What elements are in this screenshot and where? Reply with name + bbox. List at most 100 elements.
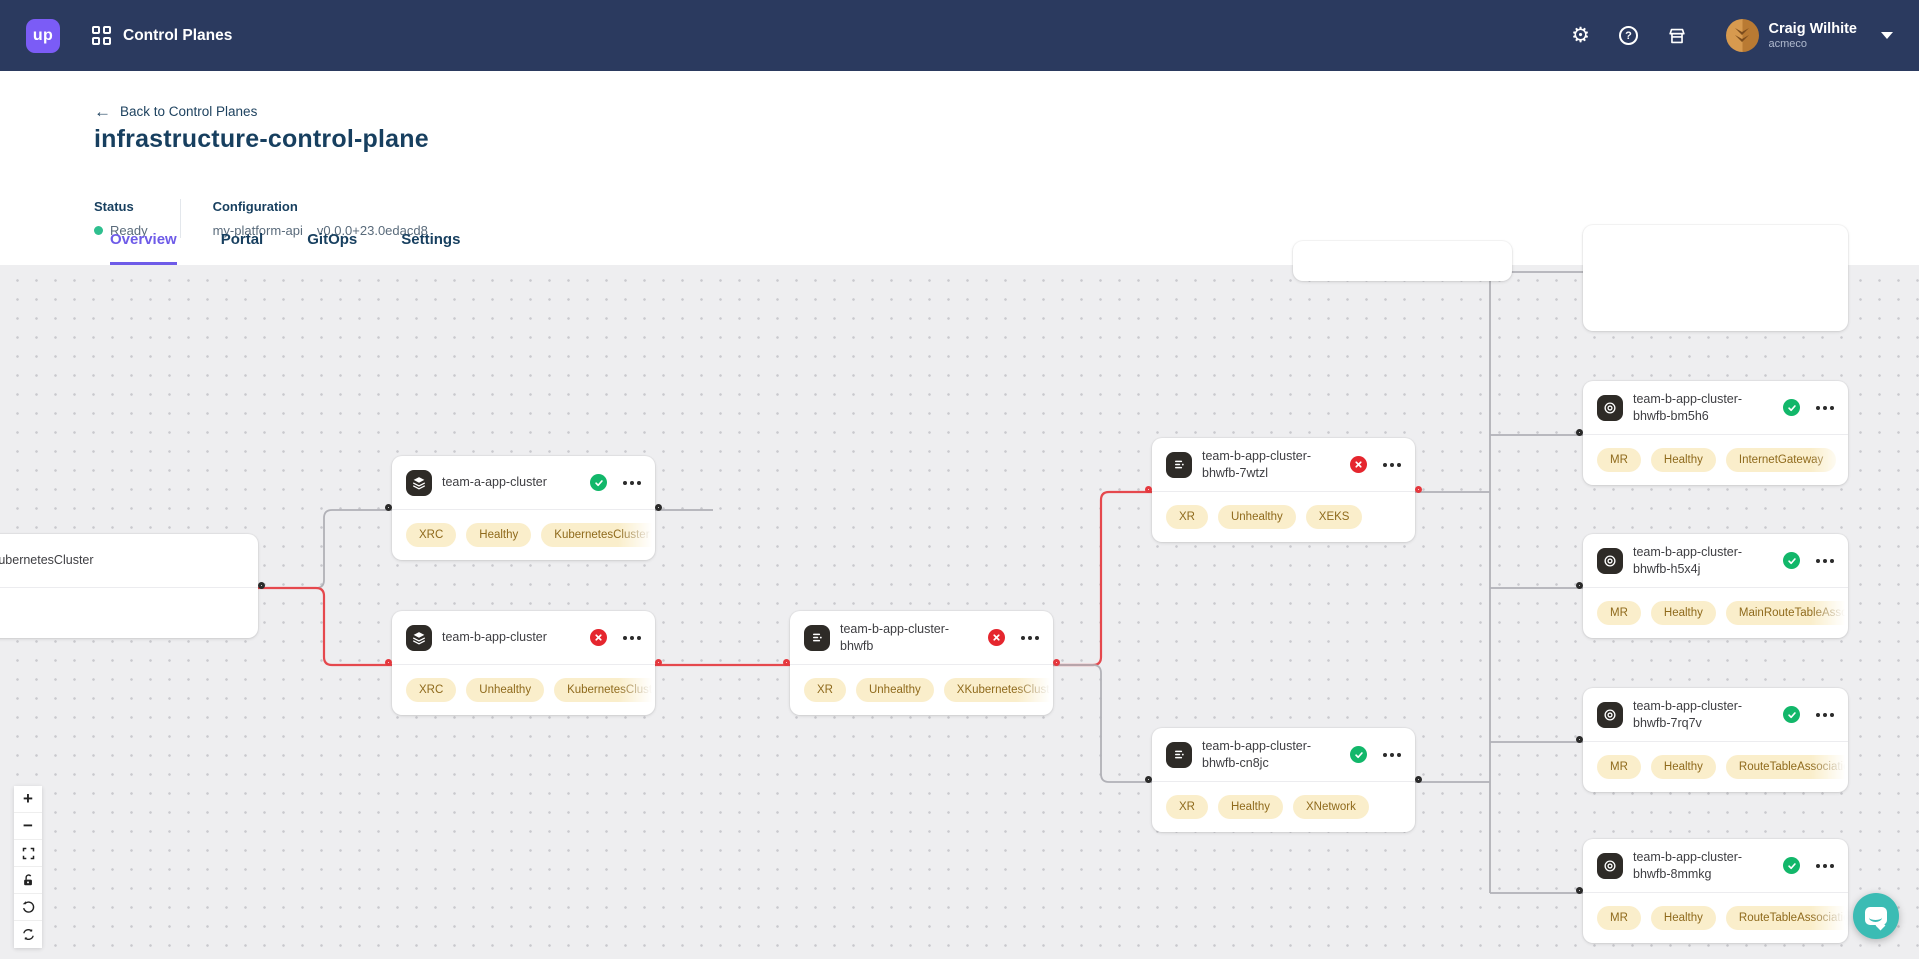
- lock-button[interactable]: [14, 867, 42, 894]
- status-label: Status: [94, 199, 134, 214]
- unhealthy-x-icon: [988, 629, 1005, 646]
- tab-settings[interactable]: Settings: [401, 231, 461, 248]
- user-menu[interactable]: Craig Wilhite acmeco: [1725, 19, 1893, 52]
- page-title: infrastructure-control-plane: [94, 125, 429, 153]
- graph-edge-trunk-to-offscreen-top: [1489, 271, 1583, 893]
- connection-handle-left[interactable]: [1576, 582, 1583, 589]
- connection-handle-right[interactable]: [1415, 776, 1422, 783]
- node-badge: Healthy: [1650, 755, 1716, 779]
- canvas-controls: +−: [14, 786, 42, 948]
- node-menu-button[interactable]: [1021, 635, 1039, 640]
- chat-icon: [1865, 907, 1887, 925]
- node-badge: MR: [1597, 755, 1641, 779]
- connection-handle-left[interactable]: [385, 659, 392, 666]
- fit-view-button[interactable]: [14, 840, 42, 867]
- node-badge: XKubernetesCluster: [943, 678, 1053, 702]
- node-badge: InternetGateway: [1725, 448, 1837, 472]
- node-badge: Unhealthy: [855, 678, 934, 702]
- tab-portal[interactable]: Portal: [220, 231, 264, 248]
- back-to-control-planes-link[interactable]: ← Back to Control Planes: [94, 103, 257, 120]
- rotate-button[interactable]: [14, 894, 42, 921]
- connection-handle-right[interactable]: [655, 504, 662, 511]
- resource-node-kubernetescluster[interactable]: KKubernetesClusterAPI: [0, 534, 265, 638]
- node-badge: MR: [1597, 906, 1641, 930]
- node-title: KubernetesCluster: [0, 553, 94, 568]
- connection-handle-right[interactable]: [1415, 486, 1422, 493]
- node-menu-button[interactable]: [1816, 863, 1834, 868]
- node-title: team-a-app-cluster: [442, 475, 547, 490]
- upbound-logo[interactable]: up: [26, 18, 60, 53]
- node-menu-button[interactable]: [1383, 462, 1401, 467]
- connection-handle-left[interactable]: [385, 504, 392, 511]
- node-menu-button[interactable]: [1383, 752, 1401, 757]
- connection-handle-left[interactable]: [1145, 776, 1152, 783]
- node-badge: MainRouteTableAssociation: [1725, 601, 1848, 625]
- node-menu-button[interactable]: [1816, 558, 1834, 563]
- node-menu-button[interactable]: [623, 635, 641, 640]
- resource-graph-canvas[interactable]: KKubernetesClusterAPIteam-a-app-clusterX…: [0, 225, 1919, 959]
- zoom-in-button[interactable]: +: [14, 786, 42, 813]
- partial-node-card[interactable]: [1583, 225, 1848, 331]
- healthy-check-icon: [590, 474, 607, 491]
- healthy-check-icon: [1783, 399, 1800, 416]
- connection-handle-left[interactable]: [783, 659, 790, 666]
- healthy-check-icon: [1350, 746, 1367, 763]
- graph-edge-team-b-app-cluster-bhwfb-to-team-b-app-cluster-bhwfb-cn8jc: [1053, 664, 1152, 783]
- node-menu-button[interactable]: [1816, 405, 1834, 410]
- back-link-label: Back to Control Planes: [120, 104, 258, 119]
- composite-icon: [1166, 451, 1192, 478]
- node-title: team-b-app-cluster-bhwfb: [840, 622, 950, 653]
- tab-overview[interactable]: Overview: [110, 231, 177, 265]
- node-menu-button[interactable]: [1816, 712, 1834, 717]
- node-badge: RouteTableAssociation: [1725, 906, 1848, 930]
- node-menu-button[interactable]: [623, 480, 641, 485]
- top-navbar: up Control Planes ⚙ ?: [0, 0, 1919, 71]
- unhealthy-x-icon: [1350, 456, 1367, 473]
- marketplace-icon[interactable]: [1664, 23, 1690, 49]
- chevron-down-icon: [1881, 32, 1893, 39]
- connection-handle-left[interactable]: [1576, 736, 1583, 743]
- node-badge: Healthy: [1650, 906, 1716, 930]
- layers-icon: [406, 469, 432, 496]
- partial-node-card[interactable]: [1293, 241, 1512, 281]
- connection-handle-right[interactable]: [655, 659, 662, 666]
- connection-handle-left[interactable]: [1576, 887, 1583, 894]
- sync-button[interactable]: [14, 921, 42, 948]
- back-arrow-icon: ←: [94, 102, 111, 121]
- settings-gear-icon[interactable]: ⚙: [1571, 24, 1590, 47]
- layers-icon: [406, 624, 432, 651]
- tab-bar: Overview Portal GitOps Settings: [110, 231, 460, 265]
- user-name: Craig Wilhite: [1768, 20, 1858, 37]
- node-title: team-b-app-cluster: [442, 630, 547, 645]
- connection-handle-left[interactable]: [1145, 486, 1152, 493]
- managed-icon: [1597, 394, 1623, 421]
- node-badge: RouteTableAssociation: [1725, 755, 1848, 779]
- connection-handle-left[interactable]: [1576, 429, 1583, 436]
- app-title: Control Planes: [123, 26, 233, 44]
- help-icon[interactable]: ?: [1616, 23, 1642, 49]
- control-planes-grid-icon: [92, 26, 111, 45]
- node-badge: XNetwork: [1292, 795, 1369, 819]
- node-title: team-b-app-cluster-bhwfb-h5x4j: [1633, 545, 1743, 576]
- tab-gitops[interactable]: GitOps: [307, 231, 358, 248]
- connection-handle-right[interactable]: [258, 582, 265, 589]
- node-title: team-b-app-cluster-bhwfb-7rq7v: [1633, 699, 1743, 730]
- node-title: team-b-app-cluster-bhwfb-8mmkg: [1633, 850, 1743, 881]
- chat-launcher-button[interactable]: [1853, 893, 1899, 939]
- page-header: ← Back to Control Planes infrastructure-…: [0, 71, 1919, 265]
- meta-row: Status Ready Configuration my-platform-a…: [94, 199, 428, 238]
- configuration-version: v0.0.0+23.0edacd8: [316, 223, 428, 238]
- node-badge: XR: [1166, 505, 1208, 529]
- connection-handle-right[interactable]: [1053, 659, 1060, 666]
- zoom-out-button[interactable]: −: [14, 813, 42, 840]
- node-badge: XEKS: [1305, 505, 1363, 529]
